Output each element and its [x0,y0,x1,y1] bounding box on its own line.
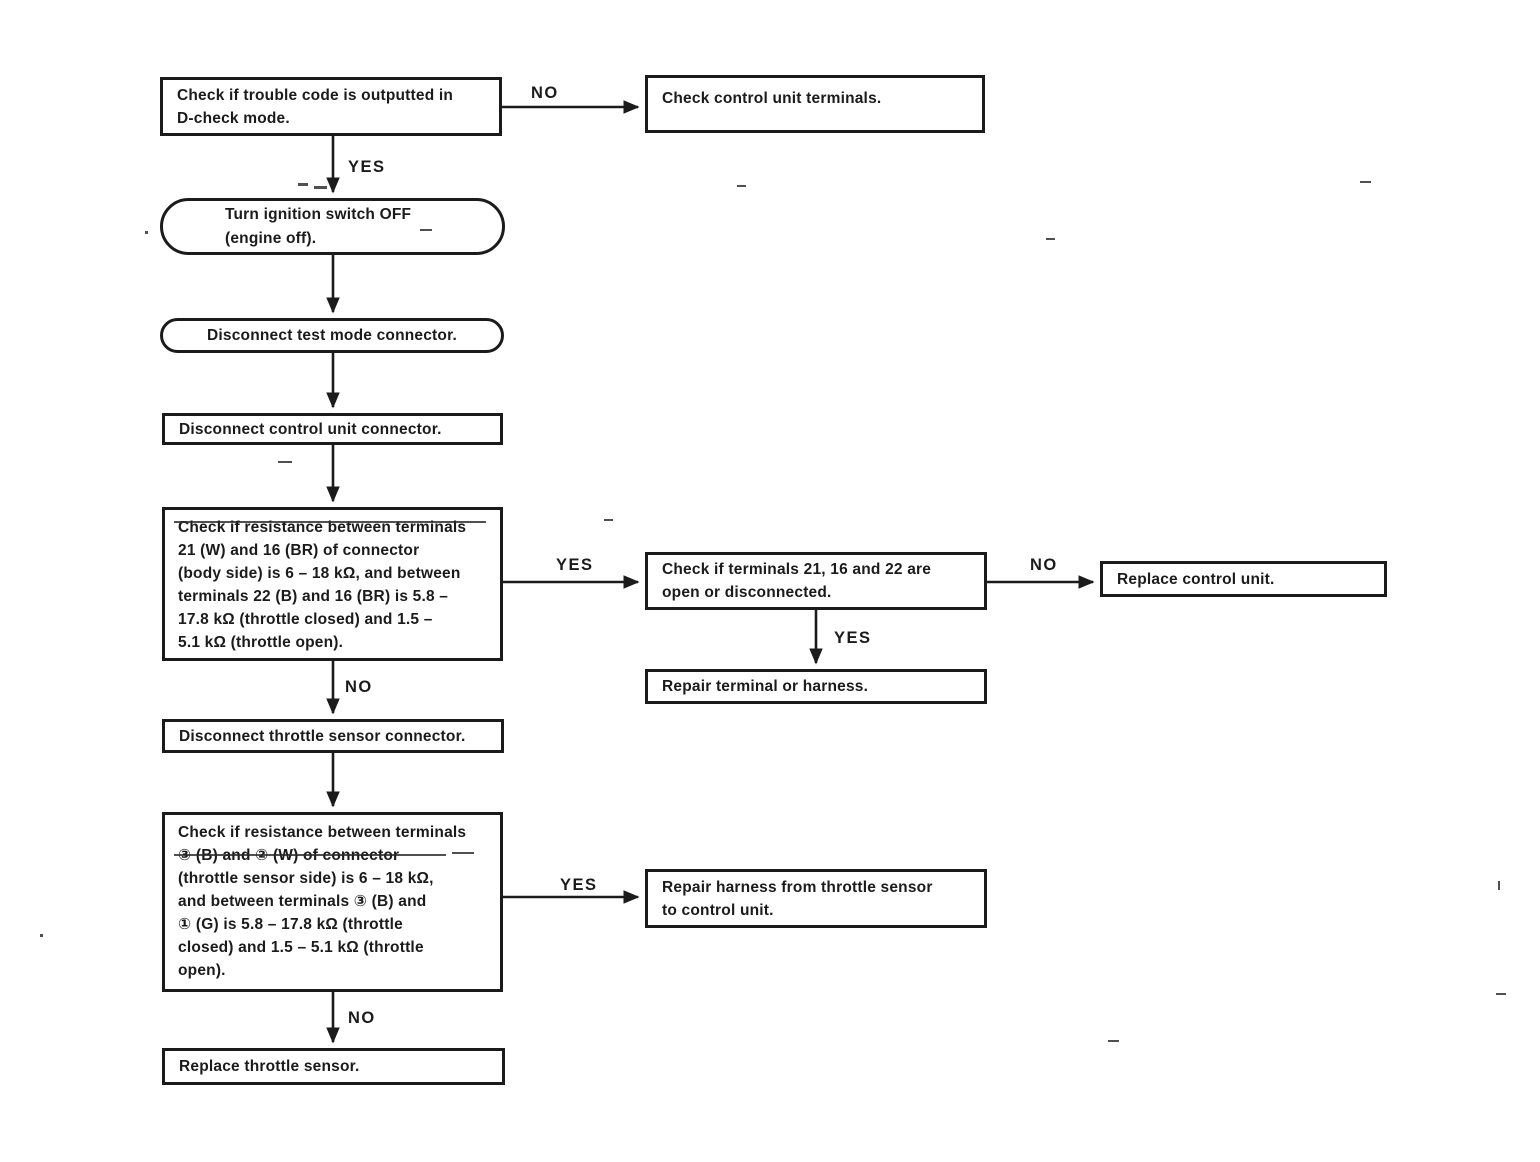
node-check-resistance-body-side: Check if resistance between terminals 21… [162,507,503,661]
scan-artifact [314,186,327,190]
scan-artifact [1108,1040,1119,1043]
edge-label-yes: YES [560,876,598,894]
node-disconnect-control-unit-connector: Disconnect control unit connector. [162,413,503,445]
scan-artifact-strike [174,521,486,524]
node-text: Check if resistance between terminals ③ … [178,824,467,979]
edge-label-yes: YES [556,556,594,574]
node-check-terminals-open: Check if terminals 21, 16 and 22 are ope… [645,552,987,610]
edge-label-yes: YES [348,158,386,176]
scan-artifact [40,934,43,937]
edge-label-no: NO [531,84,559,102]
scan-artifact [1046,238,1055,241]
node-text: Replace throttle sensor. [179,1058,360,1075]
scan-artifact [145,231,148,234]
scan-artifact [737,185,746,188]
node-text: Replace control unit. [1117,570,1275,588]
scan-artifact [1498,881,1501,890]
node-replace-throttle-sensor: Replace throttle sensor. [162,1048,505,1085]
node-repair-harness: Repair harness from throttle sensor to c… [645,869,987,928]
node-text: Repair harness from throttle sensor to c… [662,878,933,919]
scan-artifact [1360,181,1371,184]
node-text: Repair terminal or harness. [662,678,869,695]
node-check-resistance-throttle-side: Check if resistance between terminals ③ … [162,812,503,992]
scan-artifact [298,183,308,186]
edge-label-no: NO [345,678,373,696]
node-text: Check if trouble code is outputted in D-… [177,86,454,127]
edge-label-yes: YES [834,629,872,647]
edge-label-no: NO [348,1009,376,1027]
node-replace-control-unit: Replace control unit. [1100,561,1387,597]
node-text: Turn ignition switch OFF (engine off). [225,205,412,247]
node-text: Disconnect control unit connector. [179,420,442,438]
edge-label-no: NO [1030,556,1058,574]
node-check-control-unit-terminals: Check control unit terminals. [645,75,985,133]
scan-artifact [278,461,292,464]
scan-artifact [604,519,613,522]
node-disconnect-throttle-sensor-connector: Disconnect throttle sensor connector. [162,719,504,753]
node-check-trouble-code: Check if trouble code is outputted in D-… [160,77,502,136]
scan-artifact [452,852,474,855]
node-turn-ignition-off: Turn ignition switch OFF (engine off). [160,198,505,255]
scan-artifact [1496,993,1506,996]
scan-artifact-strike [174,854,446,857]
node-text: Check if resistance between terminals 21… [178,519,467,651]
scan-artifact [420,229,432,232]
node-text: Check if terminals 21, 16 and 22 are ope… [662,561,932,601]
node-text: Check control unit terminals. [662,90,882,107]
node-repair-terminal-or-harness: Repair terminal or harness. [645,669,987,704]
node-text: Disconnect throttle sensor connector. [179,727,466,745]
node-disconnect-test-mode-connector: Disconnect test mode connector. [160,318,504,353]
node-text: Disconnect test mode connector. [207,327,457,344]
